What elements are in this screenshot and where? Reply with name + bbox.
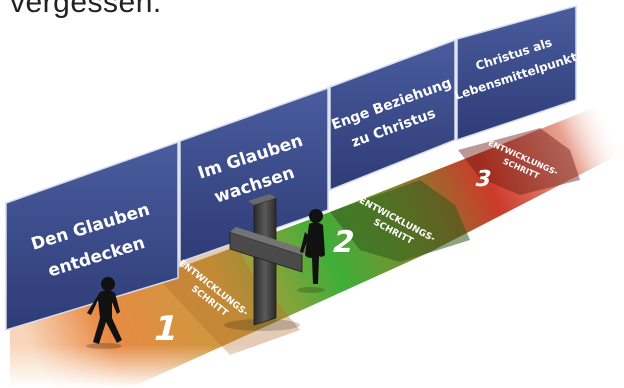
floor-step1-band: [150, 240, 300, 355]
step-3-number: 3: [472, 166, 494, 192]
floor-step3-band: [458, 128, 580, 195]
header-text: vergessen.: [10, 0, 162, 19]
cross-icon: [224, 194, 308, 331]
floor-step2-band: [330, 180, 470, 262]
walking-person-icon: [86, 277, 122, 349]
standing-person-icon: [297, 209, 325, 293]
panel-3: Enge Beziehung zu Christus: [329, 38, 456, 192]
floor-bottom-fade: [0, 345, 624, 388]
panel-4: Christus als Lebensmittelpunkt: [453, 5, 579, 142]
panel-1: Den Glauben entdecken: [5, 140, 179, 332]
